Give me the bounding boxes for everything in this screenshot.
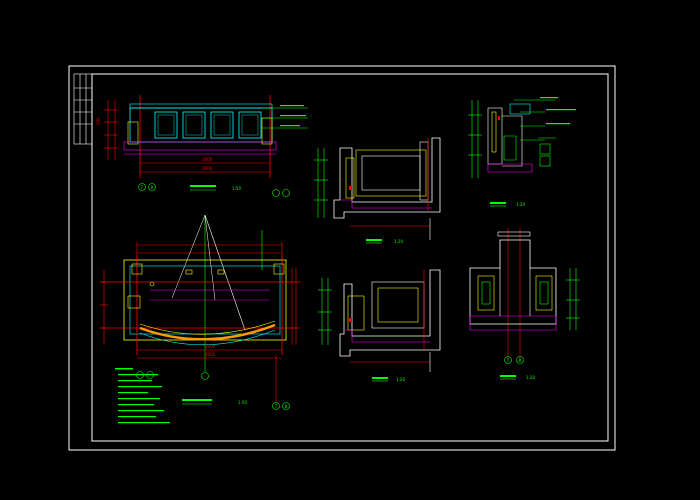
section-2-scale: 1:20 bbox=[516, 202, 525, 207]
grid-label-8: 8 bbox=[151, 185, 154, 190]
section-2-view: 1:20 bbox=[468, 97, 576, 207]
title-block-strip bbox=[73, 73, 93, 145]
svg-text:3000: 3000 bbox=[205, 352, 216, 357]
grid-bubble-8 bbox=[148, 183, 156, 191]
svg-text:3000: 3000 bbox=[202, 166, 213, 171]
section-4-scale: 1:20 bbox=[526, 375, 535, 380]
elevation-scale: 1:50 bbox=[232, 186, 241, 191]
plan-scale: 1:50 bbox=[238, 400, 247, 405]
inner-sheet-border bbox=[91, 73, 609, 442]
svg-text:3000: 3000 bbox=[205, 344, 216, 349]
section-1-view: 1:20 bbox=[314, 137, 441, 244]
grid-label-7: 7 bbox=[141, 185, 144, 190]
section-3-view: 1:20 bbox=[318, 269, 441, 382]
section-4-view: 7 8 1:20 bbox=[469, 228, 580, 380]
svg-text:150: 150 bbox=[96, 117, 101, 125]
plan-view: 3000 3000 7 8 1:50 bbox=[100, 214, 300, 424]
section-1-scale: 1:20 bbox=[394, 239, 403, 244]
svg-text:3000: 3000 bbox=[202, 157, 213, 162]
general-notes bbox=[115, 368, 170, 424]
svg-text:8: 8 bbox=[285, 404, 288, 409]
svg-text:8: 8 bbox=[519, 358, 522, 363]
elevation-view: 150 bbox=[96, 95, 308, 197]
grid-bubble-7 bbox=[138, 183, 146, 191]
svg-text:7: 7 bbox=[507, 358, 510, 363]
outer-sheet-border bbox=[68, 65, 616, 451]
section-3-scale: 1:20 bbox=[396, 377, 405, 382]
svg-text:7: 7 bbox=[275, 404, 278, 409]
